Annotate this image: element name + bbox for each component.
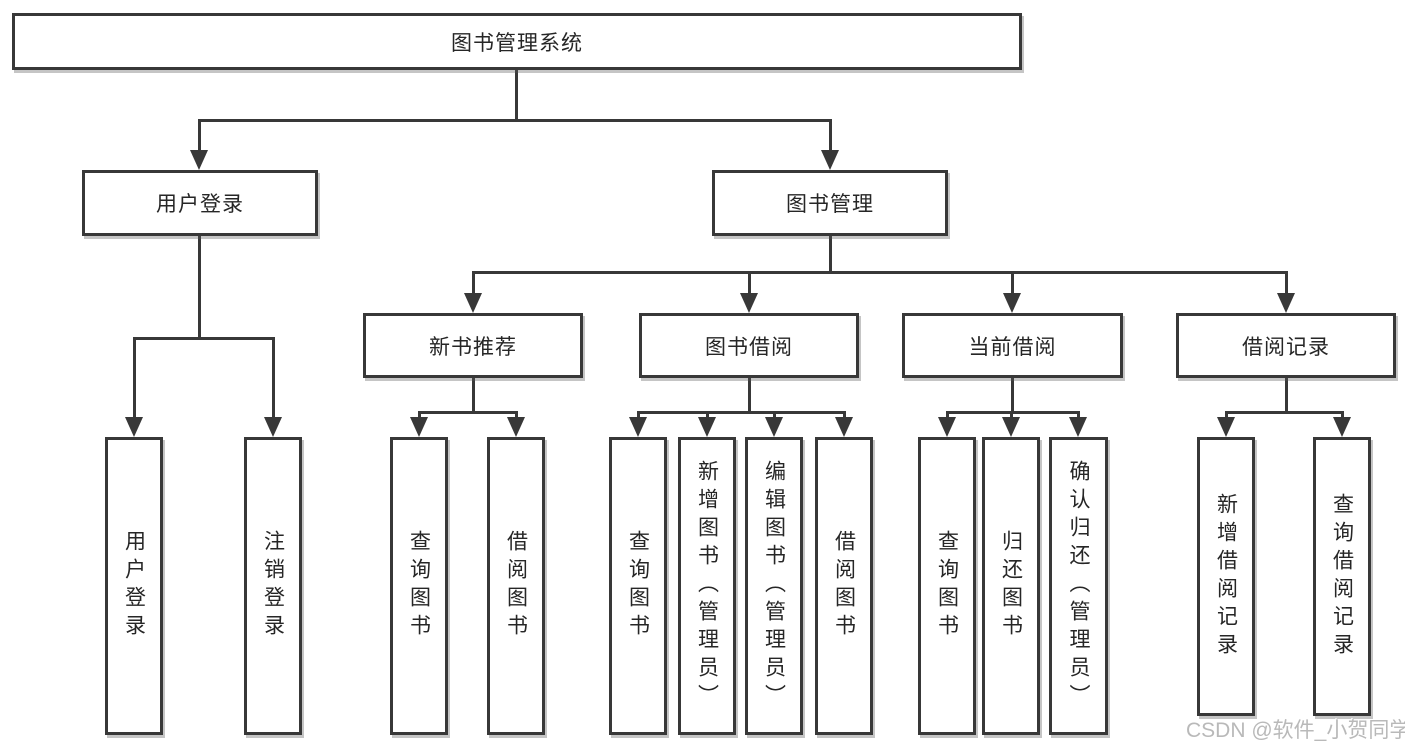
node-label: 新增图书（管理员） xyxy=(695,460,719,712)
node-label: 归还图书 xyxy=(999,530,1023,642)
node-label: 借阅记录 xyxy=(1242,335,1330,359)
connector-line xyxy=(1225,411,1228,421)
node-book-borrow: 图书借阅 xyxy=(639,313,859,378)
connector-line xyxy=(946,411,949,421)
connector-line xyxy=(748,271,751,297)
leaf-query-book-3: 查询图书 xyxy=(918,437,976,735)
connector-line xyxy=(418,411,421,421)
node-label: 当前借阅 xyxy=(968,335,1057,359)
node-borrow-records: 借阅记录 xyxy=(1176,313,1396,378)
connector-line xyxy=(1225,411,1344,414)
node-current-borrow: 当前借阅 xyxy=(902,313,1123,378)
arrowhead-icon xyxy=(1333,417,1351,437)
node-label: 查询图书 xyxy=(626,530,650,642)
arrowhead-icon xyxy=(125,417,143,437)
arrowhead-icon xyxy=(765,417,783,437)
connector-line xyxy=(946,411,1080,414)
connector-line xyxy=(1010,411,1013,421)
node-label: 查询图书 xyxy=(935,530,959,642)
node-label: 新书推荐 xyxy=(429,335,517,359)
arrowhead-icon xyxy=(938,417,956,437)
leaf-return-book: 归还图书 xyxy=(982,437,1040,735)
leaf-query-borrow-record: 查询借阅记录 xyxy=(1313,437,1371,716)
connector-line xyxy=(829,119,832,153)
node-label: 编辑图书（管理员） xyxy=(762,460,786,712)
connector-line xyxy=(1011,377,1014,413)
connector-line xyxy=(1011,271,1014,297)
arrowhead-icon xyxy=(190,150,208,170)
connector-line xyxy=(198,236,201,339)
connector-line xyxy=(706,411,709,421)
connector-line xyxy=(829,236,832,273)
leaf-add-book-admin: 新增图书（管理员） xyxy=(678,437,736,735)
node-user-login: 用户登录 xyxy=(82,170,318,236)
node-label: 用户登录 xyxy=(122,530,146,642)
arrowhead-icon xyxy=(1277,293,1295,313)
leaf-borrow-book-1: 借阅图书 xyxy=(487,437,545,735)
arrowhead-icon xyxy=(698,417,716,437)
leaf-query-book-1: 查询图书 xyxy=(390,437,448,735)
connector-line xyxy=(637,411,640,421)
connector-line xyxy=(637,411,846,414)
leaf-confirm-return-admin: 确认归还（管理员） xyxy=(1049,437,1108,735)
arrowhead-icon xyxy=(835,417,853,437)
node-label: 图书管理 xyxy=(786,193,874,216)
connector-line xyxy=(272,337,275,421)
arrowhead-icon xyxy=(1069,417,1087,437)
arrowhead-icon xyxy=(507,417,525,437)
node-label: 注销登录 xyxy=(261,530,285,642)
connector-line xyxy=(515,411,518,421)
node-label: 图书管理系统 xyxy=(451,31,583,55)
leaf-add-borrow-record: 新增借阅记录 xyxy=(1197,437,1255,716)
connector-line xyxy=(1285,377,1288,413)
connector-line xyxy=(1341,411,1344,421)
leaf-edit-book-admin: 编辑图书（管理员） xyxy=(745,437,803,735)
connector-line xyxy=(198,119,831,122)
arrowhead-icon xyxy=(1002,417,1020,437)
arrowhead-icon xyxy=(1003,293,1021,313)
arrowhead-icon xyxy=(1217,417,1235,437)
node-book-management: 图书管理 xyxy=(712,170,948,236)
arrowhead-icon xyxy=(821,150,839,170)
connector-line xyxy=(1285,271,1288,297)
node-label: 借阅图书 xyxy=(504,530,528,642)
connector-line xyxy=(472,377,475,413)
leaf-query-book-2: 查询图书 xyxy=(609,437,667,735)
node-label: 图书借阅 xyxy=(705,335,793,359)
node-label: 查询借阅记录 xyxy=(1330,492,1354,661)
leaf-logout: 注销登录 xyxy=(244,437,302,735)
arrowhead-icon xyxy=(464,293,482,313)
connector-line xyxy=(843,411,846,421)
arrowhead-icon xyxy=(629,417,647,437)
leaf-user-login: 用户登录 xyxy=(105,437,163,735)
connector-line xyxy=(133,337,136,421)
connector-line xyxy=(515,70,518,120)
node-label: 新增借阅记录 xyxy=(1214,492,1238,661)
connector-line xyxy=(472,271,475,297)
leaf-borrow-book-2: 借阅图书 xyxy=(815,437,873,735)
node-new-book-recommend: 新书推荐 xyxy=(363,313,583,378)
arrowhead-icon xyxy=(740,293,758,313)
arrowhead-icon xyxy=(264,417,282,437)
connector-line xyxy=(472,271,1287,274)
connector-line xyxy=(198,119,201,153)
arrowhead-icon xyxy=(410,417,428,437)
node-label: 用户登录 xyxy=(156,193,244,216)
node-label: 查询图书 xyxy=(407,530,431,642)
connector-line xyxy=(418,411,518,414)
node-label: 确认归还（管理员） xyxy=(1067,460,1090,712)
connector-line xyxy=(773,411,776,421)
node-label: 借阅图书 xyxy=(832,530,856,642)
watermark: CSDN @软件_小贺同学 xyxy=(1186,719,1405,742)
node-root: 图书管理系统 xyxy=(12,13,1022,70)
connector-line xyxy=(133,337,275,340)
connector-line xyxy=(1077,411,1080,421)
connector-line xyxy=(748,377,751,413)
